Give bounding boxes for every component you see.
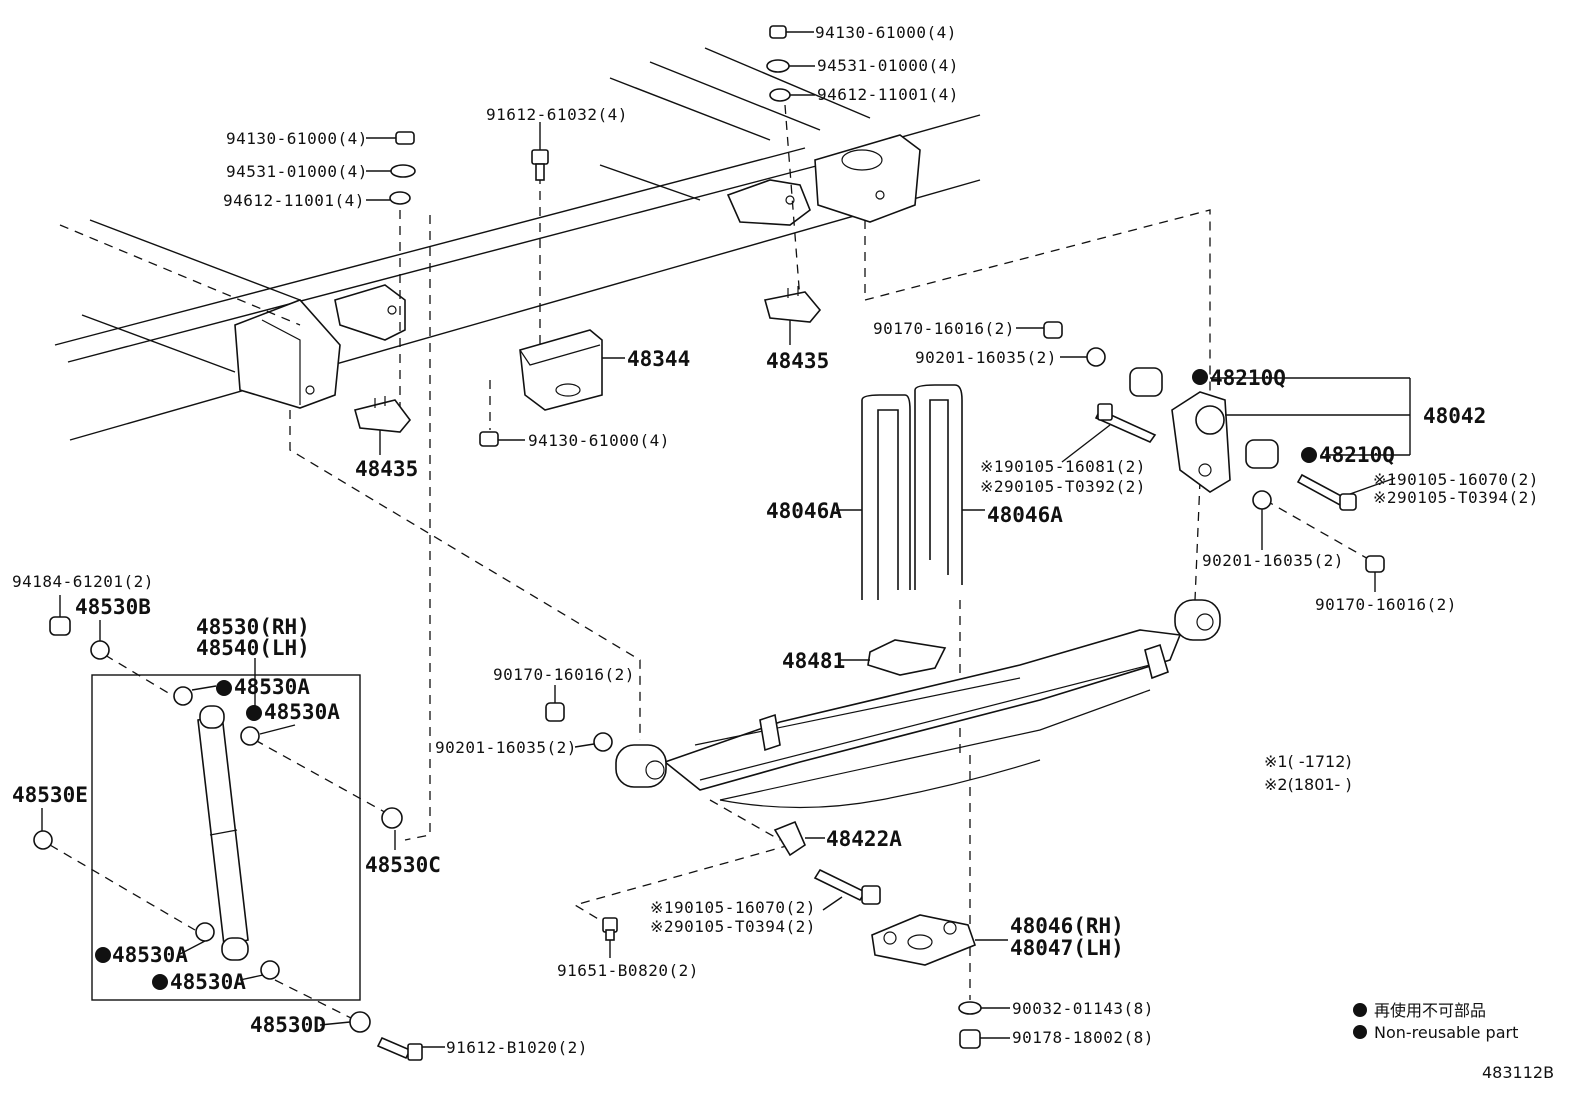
label-front-nut: 90170-16016(2) (493, 665, 635, 684)
label-bracket-right: 48435 (766, 349, 829, 373)
label-frame-washer2-a: 94612-11001(4) (223, 191, 365, 210)
label-cushion-e: 48530E (12, 783, 88, 807)
non-reusable-dot (95, 947, 111, 963)
part-labels: 94130-61000(4) 94531-01000(4) 94612-1100… (12, 23, 1539, 1057)
label-spring-seat: 48481 (782, 649, 845, 673)
label-shock-lh: 48540(LH) (196, 636, 310, 660)
non-reusable-dot (1301, 447, 1317, 463)
legend-dot (1353, 1025, 1367, 1039)
label-shackle-bolt-right-2: ※290105-T0394(2) (1373, 488, 1539, 507)
non-reusable-dot (152, 974, 168, 990)
label-front-bolt-2: ※290105-T0394(2) (650, 917, 816, 936)
label-ubolt-nut: 90178-18002(8) (1012, 1028, 1154, 1047)
legend-non-reusable-en: Non-reusable part (1374, 1023, 1518, 1042)
label-bushing-mid: 48210Q (1319, 443, 1395, 467)
label-shock-rh: 48530(RH) (196, 615, 310, 639)
label-shackle-bolt-left-1: ※190105-16081(2) (980, 457, 1146, 476)
label-bumper-bolt: 91612-61032(4) (486, 105, 628, 124)
note-1: ※1( -1712) (1264, 752, 1352, 771)
label-ubolt-left: 48046A (766, 499, 842, 523)
label-plate-lh: 48047(LH) (1010, 936, 1124, 960)
legend: 再使用不可部品 Non-reusable part (1374, 1001, 1518, 1042)
label-bumper-nut: 94130-61000(4) (528, 431, 670, 450)
label-front-washer: 90201-16035(2) (435, 738, 577, 757)
label-bumper: 48344 (627, 347, 690, 371)
hardware (33, 25, 1385, 1061)
label-shock-bolt: 91612-B1020(2) (446, 1038, 588, 1057)
notes: ※1( -1712) ※2(1801- ) (1264, 752, 1352, 794)
label-cushion-a4: 48530A (170, 970, 246, 994)
non-reusable-markers (95, 369, 1367, 1039)
label-shackle-bolt-left-2: ※290105-T0392(2) (980, 477, 1146, 496)
note-2: ※2(1801- ) (1264, 775, 1352, 794)
label-ubolt-right: 48046A (987, 503, 1063, 527)
label-shackle-washer-low: 90201-16035(2) (1202, 551, 1344, 570)
label-cushion-a3: 48530A (112, 943, 188, 967)
label-bracket-left: 48435 (355, 457, 418, 481)
label-shock-washer: 48530B (75, 595, 151, 619)
label-ubolt-washer: 90032-01143(8) (1012, 999, 1154, 1018)
legend-non-reusable-jp: 再使用不可部品 (1374, 1001, 1486, 1020)
label-cushion-c: 48530C (365, 853, 441, 877)
label-shackle: 48042 (1423, 404, 1486, 428)
assembly-lines (49, 104, 1371, 1021)
label-frame-nut-b: 94130-61000(4) (815, 23, 957, 42)
label-shackle-nut-low: 90170-16016(2) (1315, 595, 1457, 614)
label-plate-rh: 48046(RH) (1010, 914, 1124, 938)
label-clip-bolt: 91651-B0820(2) (557, 961, 699, 980)
label-cushion-d: 48530D (250, 1013, 326, 1037)
label-bushing-top: 48210Q (1210, 366, 1286, 390)
non-reusable-dot (1192, 369, 1208, 385)
label-shackle-washer-top: 90201-16035(2) (915, 348, 1057, 367)
leader-lines (41, 31, 1411, 1048)
label-frame-washer-a: 94531-01000(4) (226, 162, 368, 181)
label-shock-nut: 94184-61201(2) (12, 572, 154, 591)
frame-rails (54, 47, 981, 441)
label-frame-washer2-b: 94612-11001(4) (817, 85, 959, 104)
diagram-id: 483112B (1482, 1063, 1554, 1082)
legend-dot (1353, 1003, 1367, 1017)
label-shackle-nut-top: 90170-16016(2) (873, 319, 1015, 338)
label-frame-nut-a: 94130-61000(4) (226, 129, 368, 148)
non-reusable-dot (216, 680, 232, 696)
label-cushion-a2: 48530A (264, 700, 340, 724)
label-front-bolt-1: ※190105-16070(2) (650, 898, 816, 917)
label-frame-washer-b: 94531-01000(4) (817, 56, 959, 75)
label-clip: 48422A (826, 827, 902, 851)
non-reusable-dot (246, 705, 262, 721)
label-shackle-bolt-right-1: ※190105-16070(2) (1373, 470, 1539, 489)
label-cushion-a1: 48530A (234, 675, 310, 699)
